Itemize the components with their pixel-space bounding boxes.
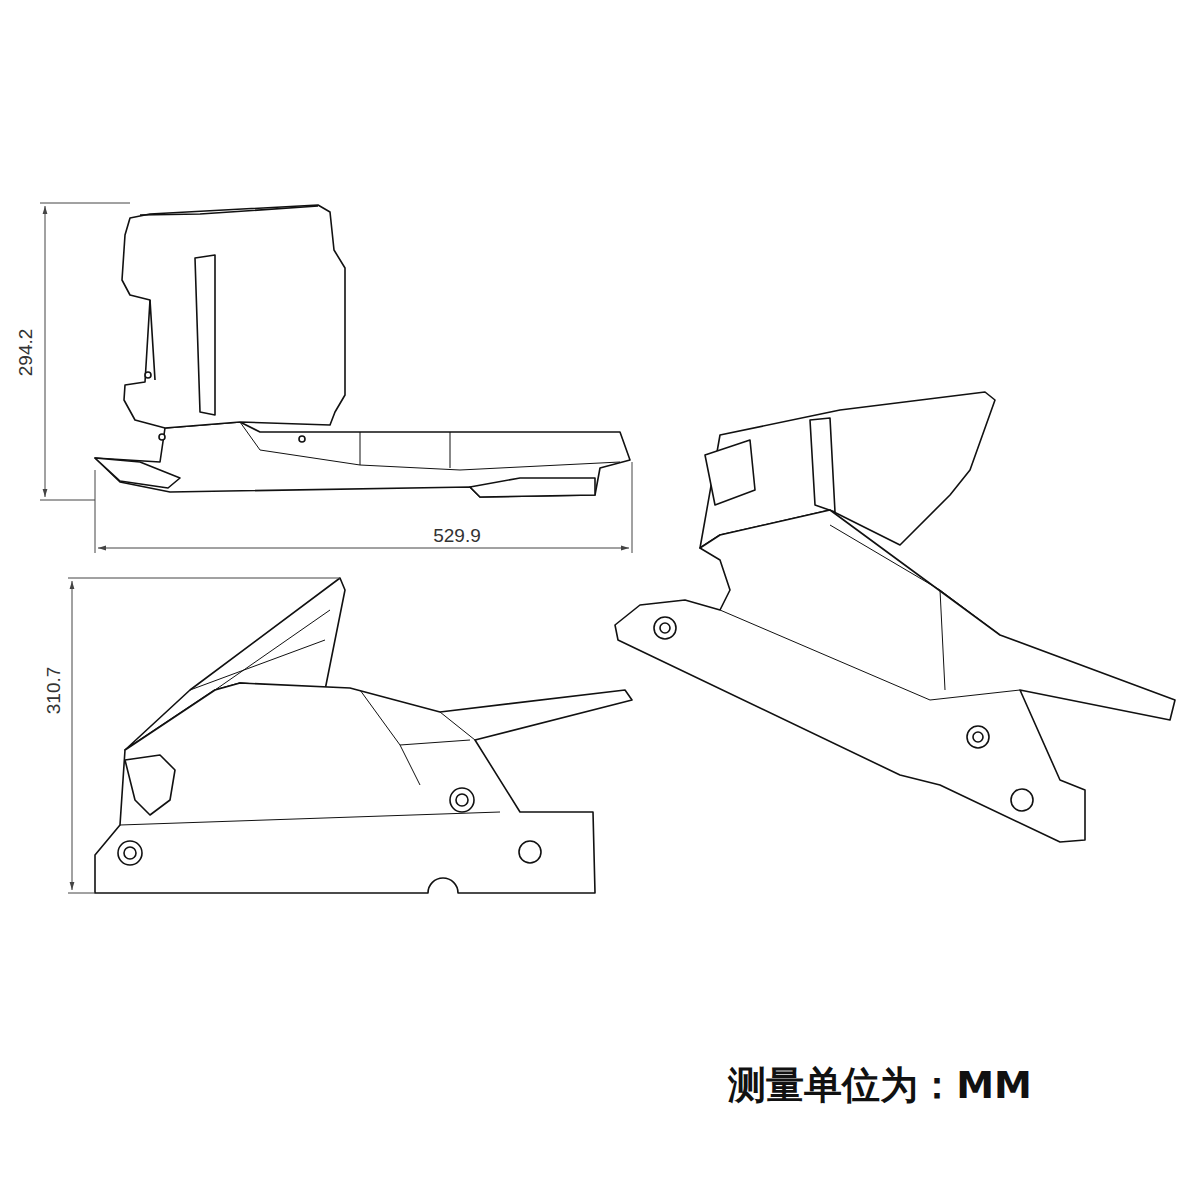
- dimension-value: 310.7: [45, 666, 66, 714]
- unit-note: 测量单位为：MM: [728, 1065, 1032, 1107]
- dimension-value: 294.2: [17, 328, 38, 376]
- dimension-value: 529.9: [433, 526, 481, 547]
- dimension-lines: [40, 203, 632, 893]
- front-view: [95, 578, 632, 893]
- side-view: [95, 205, 630, 497]
- iso-view: [615, 392, 1175, 842]
